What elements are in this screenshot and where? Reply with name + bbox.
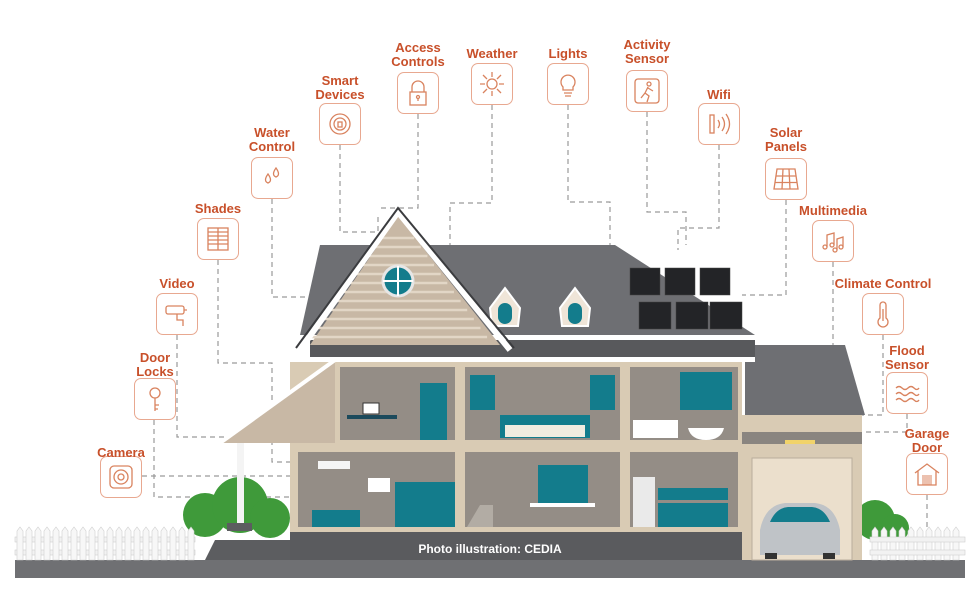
fence-picket: [178, 526, 186, 561]
garage-icon: [906, 453, 948, 495]
feature-label: Access Controls: [391, 40, 445, 69]
feature-label: Door Locks: [136, 350, 174, 379]
fence-picket: [34, 526, 42, 561]
fence-picket: [151, 526, 159, 561]
feature-label: Wifi: [707, 87, 731, 102]
padlock-icon: [397, 72, 439, 114]
feature-smart-devices: Smart Devices: [295, 74, 385, 145]
solar-panels: [629, 267, 743, 330]
feature-multimedia: Multimedia: [788, 204, 878, 262]
car: [760, 503, 840, 559]
thermometer-icon: [862, 293, 904, 335]
key-icon: [134, 378, 176, 420]
thermostat-dial-icon: [319, 103, 361, 145]
fence-picket: [187, 526, 195, 561]
fence-picket: [25, 526, 33, 561]
garage: [742, 345, 865, 561]
feature-solar-panels: Solar Panels: [741, 126, 831, 200]
fence-left: [14, 536, 196, 556]
fence-right: [869, 536, 966, 556]
feature-label: Flood Sensor: [884, 343, 930, 372]
fence-picket: [79, 526, 87, 561]
music-notes-icon: [812, 220, 854, 262]
solar-panel-icon: [765, 158, 807, 200]
feature-label: Solar Panels: [765, 125, 807, 154]
feature-label: Garage Door: [904, 426, 950, 455]
gable-siding: [308, 236, 488, 339]
water-drops-icon: [251, 157, 293, 199]
bushes: [183, 477, 909, 542]
feature-video: Video: [132, 277, 222, 335]
fence-pickets: [16, 526, 195, 561]
feature-activity-sensor: Activity Sensor: [602, 38, 692, 112]
feature-camera: Camera: [76, 446, 166, 498]
fence-picket: [97, 526, 105, 561]
porch: [205, 358, 337, 560]
feature-label: Camera: [97, 445, 145, 460]
dormers: [488, 286, 592, 327]
fence-picket: [70, 526, 78, 561]
fence-picket: [52, 526, 60, 561]
feature-lights: Lights: [523, 47, 613, 105]
feature-label: Shades: [194, 201, 242, 216]
fence-picket: [115, 526, 123, 561]
photo-credit-caption: Photo illustration: CEDIA: [418, 542, 562, 556]
feature-label: Activity Sensor: [623, 37, 671, 66]
fence-picket: [160, 526, 168, 561]
road: [15, 560, 965, 578]
fence-picket: [133, 526, 141, 561]
fence-picket: [124, 526, 132, 561]
feature-climate-control: Climate Control: [835, 277, 931, 335]
fence-picket: [88, 526, 96, 561]
feature-label: Lights: [548, 46, 588, 61]
connector-lines: [142, 105, 928, 532]
feature-label: Multimedia: [799, 203, 867, 218]
wifi-icon: [698, 103, 740, 145]
security-camera-icon: [156, 293, 198, 335]
fence-picket: [142, 526, 150, 561]
fence-picket: [61, 526, 69, 561]
feature-wifi: Wifi: [674, 88, 764, 145]
feature-garage-door: Garage Door: [882, 427, 972, 495]
feature-shades: Shades: [173, 202, 263, 260]
feature-weather: Weather: [447, 47, 537, 105]
feature-label: Water Control: [248, 125, 296, 154]
window-shade-icon: [197, 218, 239, 260]
roof: [295, 206, 755, 362]
room-furniture: [312, 372, 732, 527]
fence-picket: [43, 526, 51, 561]
fence-picket: [169, 526, 177, 561]
feature-label: Smart Devices: [315, 73, 365, 102]
fence-picket: [16, 526, 24, 561]
feature-door-locks: Door Locks: [110, 351, 200, 420]
feature-access-controls: Access Controls: [373, 41, 463, 114]
foundation: [290, 532, 742, 560]
sun-icon: [471, 63, 513, 105]
camera-icon: [100, 456, 142, 498]
water-waves-icon: [886, 372, 928, 414]
fence-picket: [106, 526, 114, 561]
feature-flood-sensor: Flood Sensor: [862, 344, 952, 414]
light-bulb-icon: [547, 63, 589, 105]
feature-water-control: Water Control: [227, 126, 317, 199]
running-person-icon: [626, 70, 668, 112]
feature-label: Climate Control: [834, 276, 932, 291]
feature-label: Weather: [466, 46, 518, 61]
feature-label: Video: [159, 276, 195, 291]
